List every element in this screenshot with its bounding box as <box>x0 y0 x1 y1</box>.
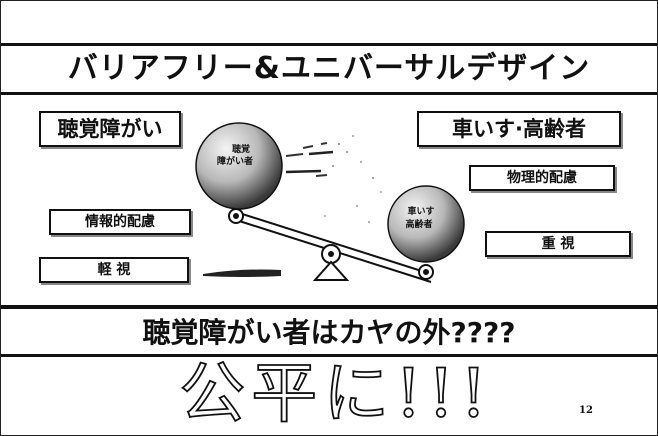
label-hearing-impaired: 聴覚障がい <box>39 111 181 147</box>
label-neglected: 軽 視 <box>39 257 189 283</box>
speech-lines <box>285 142 334 177</box>
lever-beam-top <box>235 211 432 275</box>
mid-rule <box>1 305 657 309</box>
balance-scale-illustration: 聴覚 障がい者 車いす 高齢者 <box>195 122 465 283</box>
label-physical-consideration: 物理的配慮 <box>469 165 615 191</box>
headline: 聴覚障がい者はカヤの外???? <box>142 316 516 349</box>
ball-right <box>387 185 465 263</box>
page-number: 12 <box>579 405 593 416</box>
label-emphasized: 重 視 <box>485 231 631 257</box>
fulcrum-base <box>312 260 350 281</box>
label-information-consideration: 情報的配慮 <box>49 209 191 235</box>
scatter-dots <box>324 135 382 223</box>
ball-right-label-line1: 車いす <box>407 205 434 217</box>
lower-rule <box>1 354 657 357</box>
ball-left <box>195 122 283 210</box>
ball-right-label-line2: 高齢者 <box>405 218 432 230</box>
title-rule <box>1 92 657 95</box>
slide-title: バリアフリー&ユニバーサルデザイン <box>67 51 591 86</box>
closing-message: 公平に!!! <box>178 355 493 432</box>
label-wheelchair-elderly: 車いす·高齢者 <box>417 111 621 147</box>
ball-left-label-line1: 聴覚 <box>232 143 250 155</box>
ground-shadow <box>203 269 281 277</box>
top-rule <box>1 43 657 46</box>
ball-left-label-line2: 障がい者 <box>217 155 253 167</box>
